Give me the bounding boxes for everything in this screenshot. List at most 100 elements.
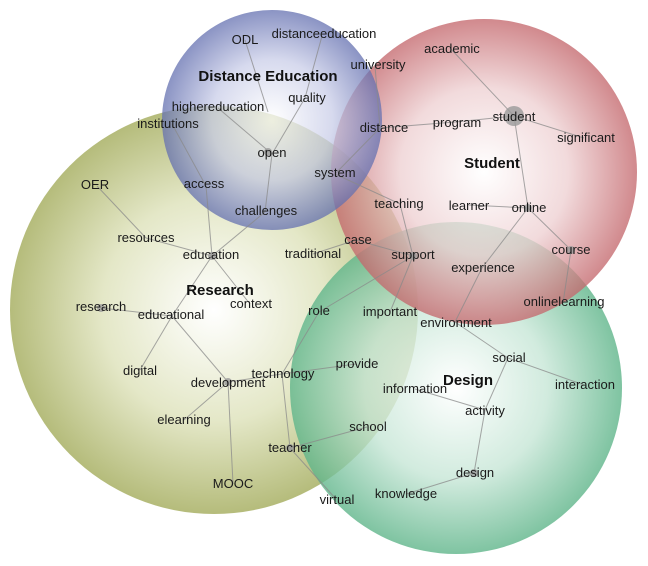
edge — [244, 39, 269, 113]
node-label-quality: quality — [288, 90, 326, 105]
edge — [183, 381, 229, 421]
edge — [227, 373, 283, 383]
edge — [217, 107, 273, 155]
edge — [468, 204, 529, 209]
node-label-highereducation: highereducation — [172, 99, 265, 114]
edge — [227, 381, 234, 485]
edge — [318, 255, 414, 313]
edge — [513, 115, 585, 139]
node-label-education: education — [183, 247, 239, 262]
edge — [473, 409, 486, 474]
node-label-significant: significant — [557, 130, 615, 145]
node-label-information: information — [383, 381, 447, 396]
node-dot-research — [97, 304, 105, 312]
node-label-onlinelearning: onlinelearning — [524, 294, 605, 309]
node-dot-development — [224, 378, 232, 386]
node-label-course: course — [551, 242, 590, 257]
edge — [405, 472, 475, 495]
edge — [414, 388, 486, 411]
node-label-social: social — [492, 350, 525, 365]
node-label-technology: technology — [252, 366, 315, 381]
cluster-label-student: Student — [464, 155, 520, 172]
edge — [562, 249, 572, 304]
edge-layer — [96, 35, 585, 500]
node-label-teaching: teaching — [374, 196, 423, 211]
node-label-design: design — [456, 465, 494, 480]
node-dot-online — [524, 204, 532, 212]
node-label-distance: distance — [360, 120, 408, 135]
edge — [211, 255, 251, 305]
cluster-label-distance-education: Distance Education — [198, 68, 337, 85]
edge — [334, 127, 381, 175]
node-dot-course — [567, 246, 575, 254]
edge — [145, 237, 213, 257]
node-label-activity: activity — [465, 403, 505, 418]
edge — [281, 363, 357, 375]
edge — [389, 255, 414, 313]
node-label-case: case — [344, 232, 371, 247]
node-label-experience: experience — [451, 260, 515, 275]
edge — [481, 207, 529, 269]
edge — [211, 211, 266, 257]
node-label-institutions: institutions — [137, 116, 199, 131]
edge — [507, 357, 585, 386]
node-label-challenges: challenges — [235, 203, 298, 218]
node-label-learner: learner — [449, 198, 490, 213]
cluster-circle-distance-education — [162, 10, 382, 230]
edge — [304, 35, 323, 99]
node-label-system: system — [314, 165, 355, 180]
node-label-research: research — [76, 299, 127, 314]
node-label-development: development — [191, 375, 266, 390]
node-label-important: important — [363, 304, 418, 319]
edge — [289, 447, 337, 500]
edge — [484, 357, 509, 411]
edge — [454, 267, 483, 323]
edge — [399, 203, 414, 257]
node-label-support: support — [391, 247, 435, 262]
node-label-educational: educational — [138, 307, 205, 322]
node-label-interaction: interaction — [555, 377, 615, 392]
node-label-program: program — [433, 115, 481, 130]
node-label-school: school — [349, 419, 387, 434]
node-label-mooc: MOOC — [213, 476, 253, 491]
edge — [264, 153, 273, 213]
node-dot-design — [470, 469, 478, 477]
edge — [527, 207, 572, 251]
node-label-distanceeducation: distanceeducation — [272, 26, 377, 41]
node-label-online: online — [512, 200, 547, 215]
edge — [271, 97, 306, 155]
cluster-circle-student — [331, 19, 637, 325]
edge — [171, 255, 213, 317]
node-label-student: student — [493, 109, 536, 124]
node-label-resources: resources — [117, 230, 175, 245]
node-label-role: role — [308, 303, 330, 318]
edge — [205, 185, 213, 257]
node-label-environment: environment — [420, 315, 492, 330]
node-label-context: context — [230, 296, 272, 311]
edge — [96, 185, 147, 239]
edge — [334, 173, 401, 205]
cluster-label-design: Design — [443, 372, 493, 389]
edge — [100, 307, 173, 317]
node-label-knowledge: knowledge — [375, 486, 437, 501]
edge — [281, 373, 291, 449]
edge — [379, 121, 456, 129]
node-label-oer: OER — [81, 177, 109, 192]
node-dot-open — [264, 148, 272, 156]
node-label-teacher: teacher — [268, 440, 312, 455]
cluster-label-research: Research — [186, 282, 254, 299]
edge — [281, 311, 320, 375]
node-label-elearning: elearning — [157, 412, 211, 427]
node-label-odl: ODL — [232, 32, 259, 47]
node-dot-support — [409, 252, 417, 260]
edge — [355, 239, 414, 257]
node-dot-layer — [97, 106, 575, 477]
node-label-university: university — [351, 57, 406, 72]
edge — [171, 123, 207, 187]
node-label-access: access — [184, 176, 225, 191]
node-dot-education — [208, 252, 216, 260]
node-label-open: open — [258, 145, 287, 160]
node-label-provide: provide — [336, 356, 379, 371]
